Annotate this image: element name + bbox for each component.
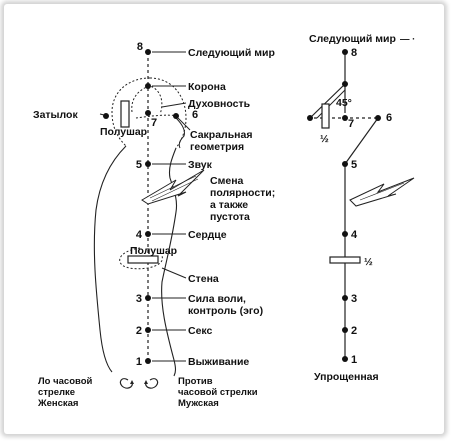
head-outline-right — [149, 77, 187, 149]
node-1 — [145, 358, 151, 364]
label-shift-3: а также — [210, 199, 248, 211]
node-7 — [145, 110, 151, 116]
label-clockwise-1: Ло часовой — [38, 376, 93, 387]
right-num-8: 8 — [351, 47, 357, 59]
face-profile — [175, 117, 185, 149]
right-num-7: 7 — [348, 118, 354, 130]
right-num-4: 4 — [351, 229, 358, 241]
right-title: Следующий мир — [309, 33, 396, 45]
num-5: 5 — [136, 159, 142, 171]
label-shift-2: полярности; — [210, 187, 275, 199]
node-zatylok — [103, 113, 109, 119]
label-spirituality: Духовность — [188, 98, 251, 110]
label-shift-4: пустота — [210, 211, 250, 223]
label-sex: Секс — [188, 325, 213, 337]
right-half-top: ½ — [320, 133, 329, 145]
label-counter-2: часовой стрелки — [178, 387, 258, 398]
left-nodes — [103, 49, 179, 364]
label-hemisphere-mid: Полушар — [130, 245, 177, 257]
right-corner-mark: — · — [400, 34, 415, 45]
node-4 — [145, 231, 151, 237]
right-num-3: 3 — [351, 293, 357, 305]
label-occiput: Затылок — [33, 109, 78, 121]
num-1: 1 — [136, 356, 142, 368]
right-caption: Упрощенная — [314, 371, 379, 383]
right-num-6: 6 — [386, 112, 392, 124]
label-wall: Стена — [188, 273, 219, 285]
right-6-5-line — [344, 117, 379, 165]
head-outline — [111, 77, 151, 147]
num-7: 7 — [151, 117, 157, 129]
num-6: 6 — [192, 109, 198, 121]
right-half-mid: ½ — [364, 256, 373, 268]
right-num-2: 2 — [351, 325, 357, 337]
label-will-2: контроль (эго) — [188, 305, 263, 317]
node-6 — [173, 113, 179, 119]
label-heart: Сердце — [188, 229, 227, 241]
mid-loop — [119, 247, 163, 270]
leader-lines — [99, 51, 191, 362]
num-2: 2 — [136, 325, 142, 337]
node-crown — [145, 83, 151, 89]
label-female: Женская — [37, 398, 78, 409]
right-rect-mid — [329, 256, 361, 264]
label-next-world: Следующий мир — [188, 47, 275, 59]
label-shift-1: Смена — [210, 175, 244, 187]
crown-loop — [131, 85, 163, 115]
diagram-frame — [4, 4, 444, 434]
body-back-outline — [93, 145, 127, 373]
label-will-1: Сила воли, — [188, 293, 246, 305]
label-sacred-geometry-2: геометрия — [190, 141, 244, 153]
label-crown: Корона — [188, 81, 226, 93]
label-survival: Выживание — [188, 356, 249, 368]
num-4: 4 — [136, 229, 143, 241]
num-8: 8 — [137, 41, 143, 53]
label-sound: Звук — [188, 159, 213, 171]
lightning-bolt-left-icon — [141, 169, 205, 205]
mid-rect — [127, 255, 159, 264]
lightning-bolt-right-icon — [349, 177, 415, 207]
label-counter-1: Против — [178, 376, 213, 387]
cw-rotation-icon — [145, 378, 159, 389]
head-gland-rect — [120, 100, 130, 128]
right-rect-top — [321, 103, 330, 129]
label-male: Мужская — [178, 398, 219, 409]
label-clockwise-2: стрелке — [38, 387, 75, 398]
label-sacred-geometry-1: Сакральная — [190, 129, 253, 141]
node-3 — [145, 295, 151, 301]
right-num-1: 1 — [351, 354, 357, 366]
node-5 — [145, 161, 151, 167]
right-num-5: 5 — [351, 159, 357, 171]
right-45-line — [309, 83, 346, 119]
right-angle-label: 45° — [336, 97, 352, 109]
node-8 — [145, 49, 151, 55]
num-3: 3 — [136, 293, 142, 305]
right-nodes — [307, 49, 381, 362]
label-hemisphere-top: Полушар — [100, 126, 147, 138]
ccw-rotation-icon — [119, 378, 133, 389]
node-2 — [145, 327, 151, 333]
